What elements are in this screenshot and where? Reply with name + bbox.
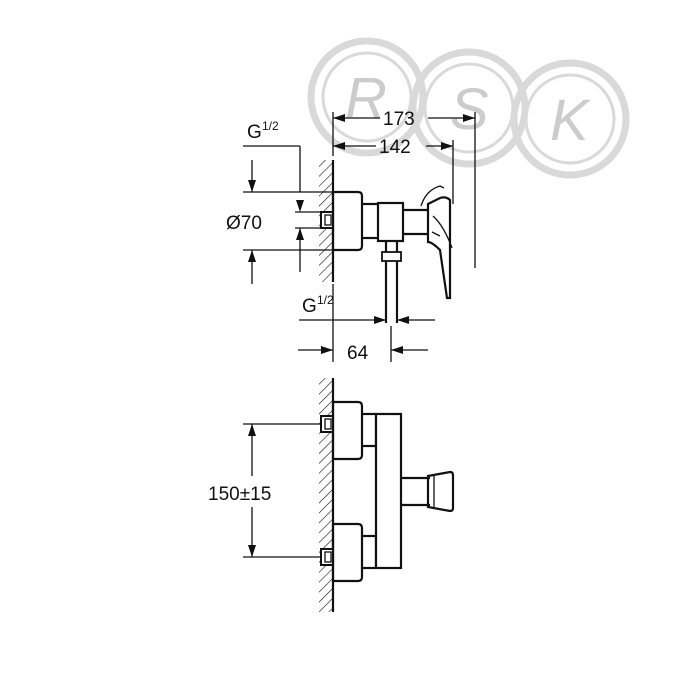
lower-inlet: [320, 522, 378, 583]
diameter-label: Ø70: [226, 213, 262, 234]
outlet-thread-g: G: [302, 296, 317, 317]
side-view: 173 142 G 1/2: [226, 109, 476, 364]
dim-173-label: 173: [383, 109, 415, 130]
dim-150-label: 150±15: [208, 484, 271, 505]
mixer-body-top: [374, 412, 403, 570]
lever-handle-top: [401, 470, 455, 513]
watermark-letter-k: K: [550, 88, 591, 153]
wall-hatch-bottom: [319, 378, 335, 612]
top-view: 150±15: [208, 378, 455, 612]
inlet-thread-g: G: [247, 122, 262, 143]
rsk-watermark-logo: R S K: [307, 37, 630, 179]
escutcheon-side: [331, 190, 364, 252]
dim-142: 142: [333, 137, 454, 204]
watermark-letter-r: R: [345, 66, 387, 131]
dim-173: 173: [332, 109, 476, 268]
watermark-letter-s: S: [450, 77, 489, 142]
dim-64: 64: [298, 284, 428, 364]
valve-body-side: [376, 201, 405, 243]
dim-150: 150±15: [208, 423, 321, 558]
dim-outlet-thread: G 1/2: [299, 293, 435, 324]
dim-64-label: 64: [347, 343, 369, 364]
dim-inlet-thread: G 1/2: [243, 119, 321, 272]
outlet-side: [381, 241, 402, 323]
inlet-thread-fraction: 1/2: [262, 119, 279, 133]
dim-diameter-70: Ø70: [226, 160, 335, 284]
outlet-thread-fraction: 1/2: [317, 293, 334, 307]
lever-handle-side: [426, 196, 452, 300]
wall-connector-side: [320, 211, 334, 229]
dim-142-label: 142: [379, 137, 411, 158]
